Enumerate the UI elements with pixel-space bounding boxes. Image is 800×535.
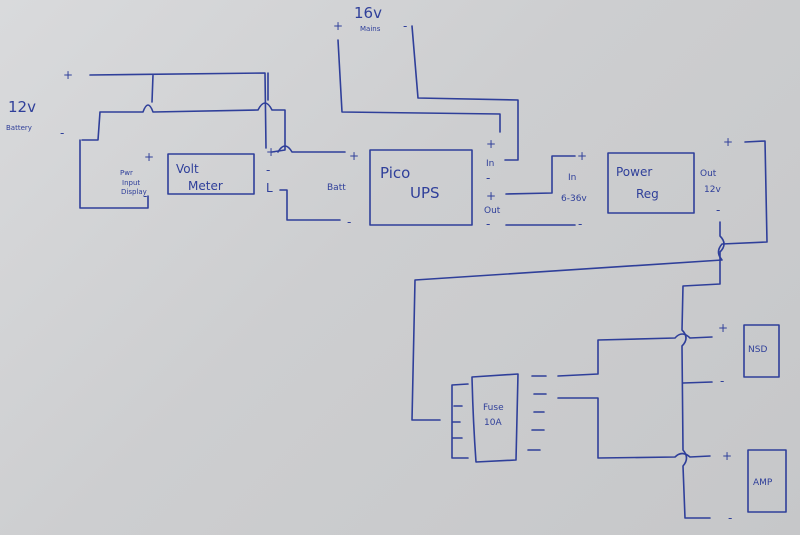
battery-negative-wire — [81, 102, 286, 153]
nsd-negative-wire — [682, 381, 713, 384]
nsd-label: NSD — [748, 345, 767, 355]
amp-load: AMP + - — [722, 449, 787, 525]
battery-positive-wire — [89, 72, 269, 149]
mains-negative-wire — [411, 25, 519, 161]
pico-ups: Pico UPS Batt + - + In - + Out - — [327, 137, 501, 231]
junction-plus: + — [266, 145, 276, 159]
battery-voltage-label: 12v — [8, 98, 36, 116]
fuse-out-nsd-wire — [557, 333, 713, 377]
fuse-box-label-line2: 10A — [484, 418, 502, 428]
mains-name-label: Mains — [360, 25, 381, 33]
volt-meter: Volt Meter Pwr Input Display + - + - L — [120, 145, 276, 203]
reg-out-positive-wire — [411, 140, 768, 421]
reg-out-negative-wire — [681, 221, 725, 519]
nsd-load: NSD + - — [718, 321, 780, 388]
pico-in-label: In — [486, 159, 494, 169]
pico-ups-label-line2: UPS — [410, 184, 440, 202]
nsd-minus: - — [720, 374, 724, 388]
fuse-box-outline — [471, 373, 519, 463]
power-reg-in-range: 6-36v — [561, 194, 587, 204]
fuse-out-amp-wire — [557, 397, 711, 459]
nsd-plus: + — [718, 321, 728, 335]
amp-minus: - — [728, 511, 732, 525]
amp-label: AMP — [753, 478, 773, 488]
fuse-box-bus — [451, 383, 469, 459]
pico-out-label: Out — [484, 206, 501, 216]
volt-meter-display-label: Display — [121, 188, 147, 196]
volt-meter-pwr-label: Pwr — [120, 169, 133, 177]
junction-minus: - — [266, 163, 270, 177]
pico-batt-negative-wire — [279, 189, 341, 221]
fuse-box: Fuse 10A — [451, 373, 547, 463]
power-reg-in-plus: + — [577, 149, 587, 163]
pico-out-plus: + — [486, 189, 496, 203]
volt-meter-label-line1: Volt — [176, 162, 199, 176]
power-reg-in-minus: - — [578, 217, 582, 231]
volt-meter-box — [167, 153, 255, 195]
volt-meter-plus: + — [144, 150, 154, 164]
junction-load: L — [266, 181, 273, 195]
pico-batt-minus: - — [347, 215, 351, 229]
pico-ups-label-line1: Pico — [380, 164, 410, 182]
pico-out-minus: - — [486, 217, 490, 231]
battery-plus-sign: + — [63, 68, 73, 82]
fuse-box-label-line1: Fuse — [483, 403, 504, 413]
volt-meter-ground-wire — [79, 139, 149, 209]
amp-plus: + — [722, 449, 732, 463]
pico-in-plus: + — [486, 137, 496, 151]
volt-meter-minus: - — [143, 189, 147, 203]
power-reg-box — [607, 152, 695, 214]
power-reg-out-plus: + — [723, 135, 733, 149]
pico-batt-label: Batt — [327, 183, 346, 193]
fuse-slots — [527, 375, 547, 451]
battery-source: 12v Battery + - — [6, 68, 73, 140]
pico-in-minus: - — [486, 171, 490, 185]
power-reg-label-line2: Reg — [636, 187, 659, 201]
nsd-box — [743, 324, 780, 378]
mains-plus-sign: + — [333, 19, 343, 33]
amp-box — [747, 449, 787, 513]
mains-voltage-label: 16v — [354, 4, 382, 22]
mains-minus-sign: - — [403, 19, 407, 33]
power-reg-out-voltage: 12v — [704, 185, 721, 195]
volt-meter-label-line2: Meter — [188, 179, 223, 193]
volt-meter-input-label: Input — [122, 179, 140, 187]
pico-batt-positive-wire — [277, 145, 346, 153]
pico-ups-box — [369, 149, 473, 226]
battery-minus-sign: - — [60, 126, 64, 140]
mains-source: 16v Mains + - — [333, 4, 407, 33]
pico-out-positive-wire — [505, 155, 576, 195]
mains-positive-wire — [337, 39, 501, 133]
power-reg-out-minus: - — [716, 203, 720, 217]
battery-name-label: Battery — [6, 124, 32, 132]
power-reg-out-label: Out — [700, 169, 717, 179]
power-reg: Power Reg + In 6-36v - Out 12v + - — [561, 135, 733, 231]
power-reg-in-label: In — [568, 173, 576, 183]
power-reg-label-line1: Power — [616, 165, 652, 179]
pico-batt-plus: + — [349, 149, 359, 163]
